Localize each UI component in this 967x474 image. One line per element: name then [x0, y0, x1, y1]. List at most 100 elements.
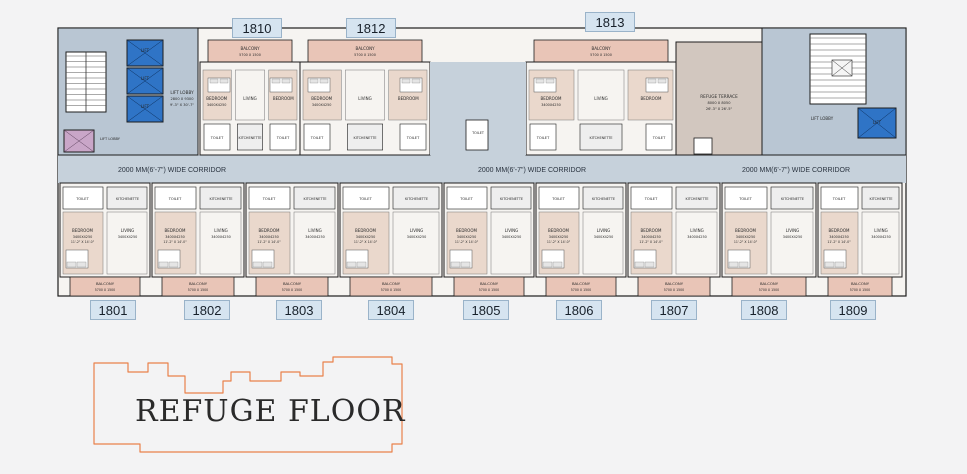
unit-tag-1803[interactable]: 1803	[276, 300, 322, 320]
unit-tag-1808[interactable]: 1808	[741, 300, 787, 320]
bedroom-dim: 3400X4250	[549, 235, 569, 239]
unit-tag-1807[interactable]: 1807	[651, 300, 697, 320]
toilet-label: TOILET	[406, 136, 420, 140]
pillow	[450, 261, 461, 268]
unit-tag-1806[interactable]: 1806	[556, 300, 602, 320]
balcony	[453, 276, 525, 297]
balcony-label: BALCONY	[665, 281, 684, 286]
living-area	[582, 211, 624, 275]
balcony-dim: 5700 X 1500	[664, 288, 684, 292]
refuge-dim-ft: 26'-3" X 26'-5"	[706, 107, 733, 111]
kitchenette	[490, 186, 532, 210]
bedroom-area	[202, 69, 232, 121]
kitchenette-label: KITCHENETTE	[781, 197, 804, 201]
lift-cross	[857, 107, 897, 139]
unit-tag-1801[interactable]: 1801	[90, 300, 136, 320]
kitchenette-label: KITCHENETTE	[500, 197, 523, 201]
unit-tag-1804[interactable]: 1804	[368, 300, 414, 320]
lift-label: LIFT	[141, 76, 150, 81]
living-area	[861, 211, 900, 275]
bedroom-label: BEDROOM	[641, 96, 662, 101]
balcony-dim: 5700 X 1500	[571, 288, 591, 292]
bedroom-label: BEDROOM	[829, 228, 850, 233]
unit-tag-1813[interactable]: 1813	[585, 12, 635, 32]
kitchenette-label: KITCHENETTE	[209, 197, 232, 201]
floor-title: REFUGE FLOOR	[135, 394, 406, 429]
pillow	[411, 78, 421, 84]
bedroom-label: BEDROOM	[355, 228, 376, 233]
kitchenette	[861, 186, 900, 210]
unit-tag-1802[interactable]: 1802	[184, 300, 230, 320]
bedroom-dim-ft: 11'-2" X 14'-0"	[827, 240, 851, 244]
pillow	[535, 78, 545, 84]
bedroom-dim: 3400X4250	[259, 235, 279, 239]
living-dim: 3400X4250	[305, 235, 325, 239]
living-area	[106, 211, 148, 275]
pillow	[401, 78, 411, 84]
living-label: LIVING	[121, 228, 134, 233]
lift-lobby-label-2: LIFT LOBBY	[100, 137, 121, 141]
toilet	[630, 186, 673, 210]
bedroom-label: BEDROOM	[398, 96, 419, 101]
living-dim: 3400X4250	[211, 235, 231, 239]
toilet-label: TOILET	[459, 197, 473, 201]
bedroom-label: BEDROOM	[206, 96, 227, 101]
toilet	[446, 186, 488, 210]
toilet	[303, 123, 331, 151]
kitchenette	[199, 186, 242, 210]
kitchenette	[770, 186, 814, 210]
unit-tag-1812[interactable]: 1812	[346, 18, 396, 38]
balcony	[69, 276, 141, 297]
unit-tag-1809[interactable]: 1809	[830, 300, 876, 320]
bedroom-label: BEDROOM	[456, 228, 477, 233]
kitchenette-label: KITCHENETTE	[589, 136, 612, 140]
bedroom-label: BEDROOM	[165, 228, 186, 233]
balcony-dim: 5700 X 1500	[479, 288, 499, 292]
lift-lobby-dim: 2800 X 9300	[170, 97, 194, 101]
balcony-label: BALCONY	[572, 281, 591, 286]
unit-tag-1810[interactable]: 1810	[232, 18, 282, 38]
bedroom-dim-ft: 11'-2" X 14'-0"	[547, 240, 571, 244]
toilet	[342, 186, 390, 210]
balcony	[533, 39, 669, 63]
kitchenette-label: KITCHENETTE	[353, 136, 376, 140]
bedroom-dim: 3400X4250	[641, 235, 661, 239]
toilet-label: TOILET	[536, 136, 550, 140]
balcony	[827, 276, 893, 297]
toilet-label: TOILET	[75, 197, 89, 201]
living-area	[675, 211, 718, 275]
pillow	[542, 261, 553, 268]
pillow	[271, 78, 281, 84]
balcony-label: BALCONY	[851, 281, 870, 286]
toilet-label: TOILET	[644, 197, 658, 201]
lift-cross	[63, 129, 95, 153]
unit-tag-1805[interactable]: 1805	[463, 300, 509, 320]
toilet	[62, 186, 104, 210]
toilet-label: TOILET	[276, 136, 290, 140]
toilet	[820, 186, 859, 210]
kitchenette	[237, 123, 263, 151]
toilet-label: TOILET	[738, 197, 752, 201]
toilet-label: TOILET	[210, 136, 224, 140]
right-lift-label: LIFT	[873, 120, 882, 125]
toilet	[399, 123, 427, 151]
shaft-label: TOILET	[471, 131, 485, 135]
kitchenette-label: KITCHENETTE	[238, 136, 261, 140]
balcony-dim: 5700 X 1500	[95, 288, 115, 292]
corridor-label-1: 2000 MM(6'-7") WIDE CORRIDOR	[118, 167, 227, 174]
landing-cross	[831, 59, 853, 77]
bedroom-dim: 3400X4250	[73, 235, 93, 239]
balcony	[637, 276, 711, 297]
refuge-terrace	[675, 41, 763, 156]
balcony-dim: 5700 X 1500	[759, 288, 779, 292]
refuge-floor-outline	[93, 356, 403, 453]
pillow	[252, 261, 263, 268]
kitchenette	[347, 123, 383, 151]
